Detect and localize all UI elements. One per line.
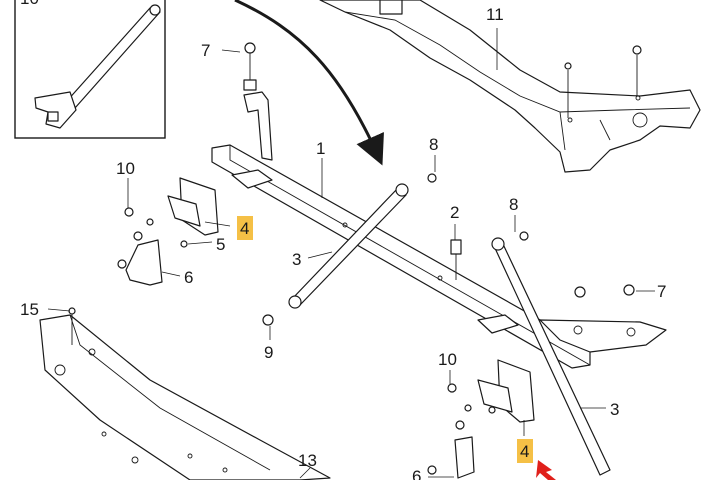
- callout-7-top: 7: [201, 41, 210, 60]
- callout-8-right: 8: [509, 195, 518, 214]
- flow-arrow: [234, 0, 384, 166]
- crossmember: [211, 144, 667, 369]
- callout-10-right: 10: [438, 350, 457, 369]
- callout-5: 5: [216, 235, 225, 254]
- callout-3-left: 3: [292, 250, 301, 269]
- right-bracket-assembly: [427, 359, 535, 479]
- callout-10-left: 10: [116, 159, 135, 178]
- callout-8-top: 8: [429, 135, 438, 154]
- callout-6-bottom: 6: [412, 467, 421, 480]
- leader-lines: [47, 28, 655, 479]
- top-bracket: [243, 42, 273, 161]
- left-bracket-assembly: [117, 177, 219, 286]
- callout-9: 9: [264, 343, 273, 362]
- callout-4-left: 4: [240, 219, 249, 238]
- callout-15: 15: [20, 300, 39, 319]
- inset-detail: [14, 0, 166, 139]
- callout-1: 1: [316, 139, 325, 158]
- bumper-beam: [39, 307, 331, 480]
- callout-inset: 10: [20, 0, 39, 8]
- callout-13: 13: [298, 451, 317, 470]
- callout-6-left: 6: [184, 268, 193, 287]
- callout-7-right: 7: [657, 282, 666, 301]
- highlight-4-left: [237, 216, 253, 240]
- upper-panel: [319, 0, 701, 173]
- callout-2: 2: [450, 203, 459, 222]
- highlight-4-right: [517, 439, 533, 463]
- strut-right: [491, 231, 635, 476]
- callout-3-right: 3: [610, 400, 619, 419]
- strut-left: [262, 173, 437, 326]
- red-arrow-icon: [536, 460, 556, 480]
- callout-11: 11: [486, 5, 504, 24]
- bolt-2: [450, 239, 462, 280]
- callout-4-right: 4: [520, 442, 529, 461]
